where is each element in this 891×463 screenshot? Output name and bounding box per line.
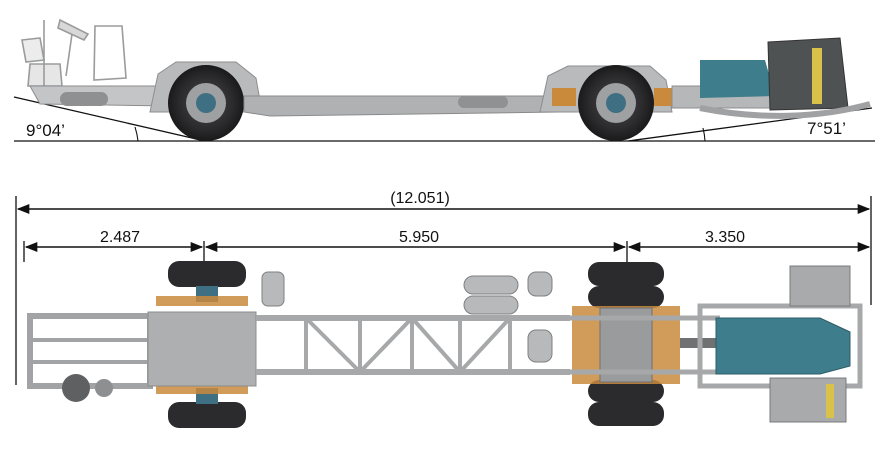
rear-tire-top-3 [588, 380, 664, 402]
front-suspension-top-2 [156, 384, 248, 394]
mid-tank-2 [463, 295, 519, 315]
steering-box-top [62, 374, 90, 402]
aux-unit-stripe [826, 384, 834, 418]
side-view: 9°04’ 7°51’ [13, 18, 875, 142]
approach-angle-arc [134, 126, 139, 142]
front-tire-top-lower [168, 402, 246, 428]
front-floor-plate [147, 311, 257, 387]
mid-tank-side [458, 96, 508, 108]
rear-tire-top-1 [588, 262, 664, 286]
side-frame-rail [243, 95, 561, 117]
rear-aux-unit [769, 377, 847, 423]
departure-angle-label: 7°51’ [807, 119, 846, 138]
front-tire-top-upper [168, 261, 246, 287]
rear-cooling-module [789, 265, 851, 307]
front-frame-top [27, 313, 153, 389]
mid-tank-1 [463, 275, 519, 295]
radiator-stripe [812, 48, 822, 104]
front-tank [60, 92, 108, 106]
engine-side [700, 60, 775, 98]
top-view [27, 261, 863, 428]
exhaust-side [699, 101, 871, 119]
rear-hub-side [606, 93, 626, 113]
approach-angle-label: 9°04’ [26, 121, 65, 140]
rear-tire-top-2 [588, 286, 664, 308]
cooling-module-side [767, 37, 849, 111]
wheelbase-label: 5.950 [399, 229, 439, 246]
front-suspension-top [156, 296, 248, 306]
rear-tire-top-4 [588, 402, 664, 426]
front-overhang-label: 2.487 [100, 229, 140, 246]
frame-truss [304, 316, 512, 374]
overall-length-label: (12.051) [390, 190, 450, 207]
rear-overhang-label: 3.350 [705, 229, 745, 246]
front-hub-side [196, 93, 216, 113]
mid-tank-3 [527, 271, 553, 297]
rear-suspension-side-2 [654, 88, 676, 106]
rear-suspension-side [552, 88, 576, 106]
departure-angle-arc [702, 127, 706, 142]
dimension-lines: (12.051) 2.487 5.950 3.350 [15, 190, 872, 385]
front-air-tank [261, 271, 285, 307]
mid-tank-4 [527, 329, 553, 363]
steering-assembly [21, 18, 127, 87]
engine-top [715, 317, 851, 375]
